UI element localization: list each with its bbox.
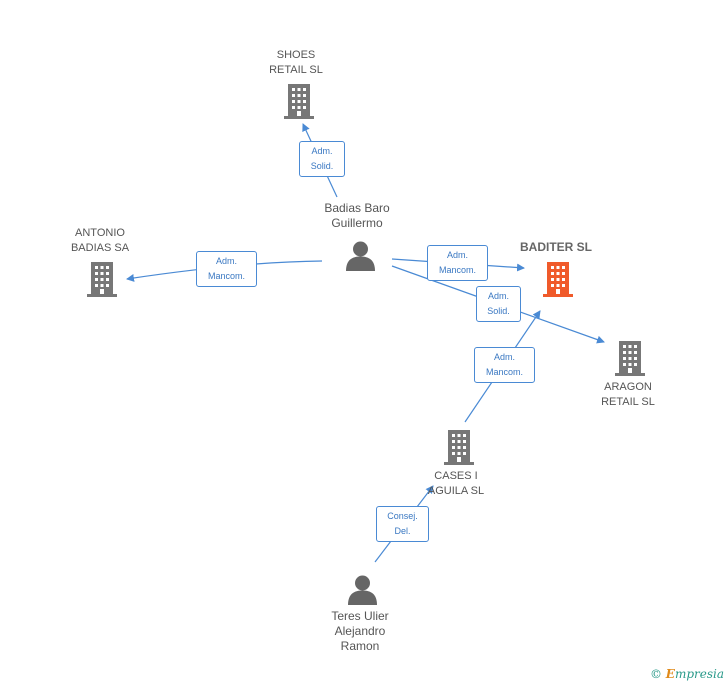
badias-baro-label-line2: Guillermo xyxy=(331,216,383,230)
baditer-label[interactable]: BADITER SL xyxy=(506,240,606,255)
cases-aguila-label-line2: AGUILA SL xyxy=(427,485,485,497)
edge-label-badias-aragon[interactable]: Adm. Solid. xyxy=(476,286,521,322)
badias-baro-label[interactable]: Badias Baro Guillermo xyxy=(307,201,407,231)
edge-label-line2: Del. xyxy=(394,526,411,536)
edge-label-line1: Adm. xyxy=(493,352,515,362)
antonio-badias-label-line1: ANTONIO xyxy=(75,227,125,239)
edge-label-line2: Mancom. xyxy=(438,265,476,275)
aragon-retail-label-line2: RETAIL SL xyxy=(601,396,655,408)
edge-label-line2: Mancom. xyxy=(485,367,523,377)
aragon-retail-label[interactable]: ARAGON RETAIL SL xyxy=(588,380,668,410)
edge-label-line1: Adm. xyxy=(446,250,468,260)
edge-label-cases-baditer[interactable]: Adm. Mancom. xyxy=(474,347,535,383)
edge-label-line2: Solid. xyxy=(487,306,510,316)
edge-label-line1: Adm. xyxy=(311,146,333,156)
edge-label-line2: Solid. xyxy=(310,161,334,171)
teres-ulier-person-icon[interactable] xyxy=(347,575,378,605)
edge-label-line1: Consej. xyxy=(387,511,418,521)
shoes-retail-label[interactable]: SHOES RETAIL SL xyxy=(256,48,336,78)
shoes-retail-label-line1: SHOES xyxy=(276,49,316,61)
badias-baro-person-icon[interactable] xyxy=(345,241,376,271)
shoes-retail-building-icon[interactable] xyxy=(283,83,315,119)
edge-label-badias-antonio[interactable]: Adm. Mancom. xyxy=(196,251,257,287)
aragon-retail-building-icon[interactable] xyxy=(614,340,646,376)
antonio-badias-label-line2: BADIAS SA xyxy=(70,242,130,254)
brand-name: mpresia xyxy=(674,667,724,681)
teres-ulier-label[interactable]: Teres Ulier Alejandro Ramon xyxy=(310,609,410,654)
edge-label-badias-shoes[interactable]: Adm. Solid. xyxy=(299,141,345,177)
cases-aguila-label-line1: CASES I xyxy=(434,470,478,482)
edge-label-badias-baditer[interactable]: Adm. Mancom. xyxy=(427,245,488,281)
edge-label-line2: Mancom. xyxy=(207,271,245,281)
shoes-retail-label-line2: RETAIL SL xyxy=(269,64,323,76)
edge-label-teres-cases[interactable]: Consej. Del. xyxy=(376,506,429,542)
teres-ulier-label-line3: Ramon xyxy=(340,639,380,653)
baditer-building-icon[interactable] xyxy=(542,261,574,297)
teres-ulier-label-line1: Teres Ulier xyxy=(331,609,389,623)
copyright-footer: © Empresia xyxy=(650,667,724,681)
teres-ulier-label-line2: Alejandro xyxy=(334,624,386,638)
antonio-badias-building-icon[interactable] xyxy=(86,261,118,297)
edge-label-line1: Adm. xyxy=(487,291,509,301)
copyright-symbol: © xyxy=(649,667,662,681)
edge-label-line1: Adm. xyxy=(215,256,237,266)
badias-baro-label-line1: Badias Baro xyxy=(324,201,390,215)
baditer-label-line1: BADITER SL xyxy=(520,240,592,254)
brand-initial: E xyxy=(665,667,675,681)
cases-aguila-building-icon[interactable] xyxy=(443,429,475,465)
cases-aguila-label[interactable]: CASES I AGUILA SL xyxy=(416,469,496,499)
antonio-badias-label[interactable]: ANTONIO BADIAS SA xyxy=(60,226,140,256)
aragon-retail-label-line1: ARAGON xyxy=(604,381,652,393)
